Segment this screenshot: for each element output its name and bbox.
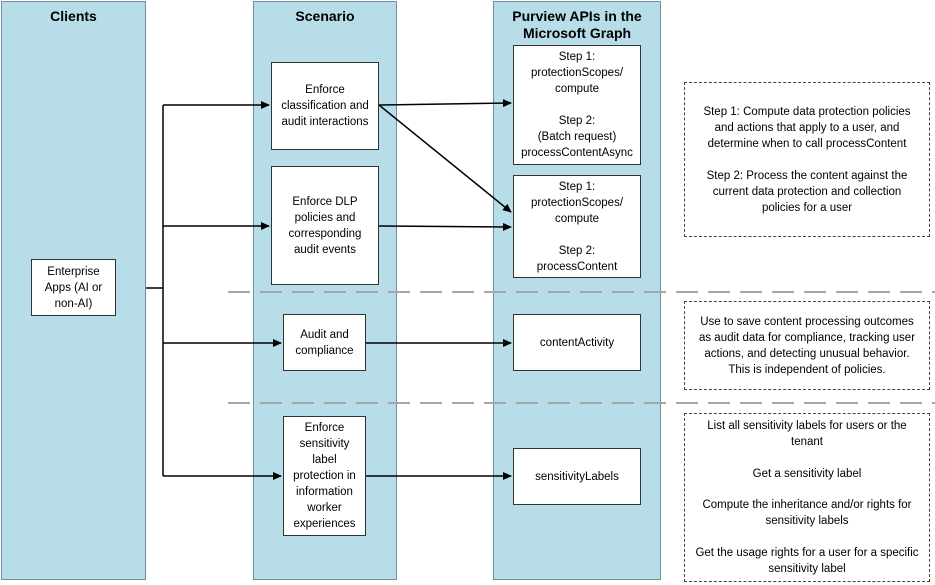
lane-title-purview-line1: Purview APIs in the bbox=[512, 8, 642, 24]
scenario-line: Audit and bbox=[300, 328, 349, 341]
scenario-line: information bbox=[296, 486, 353, 498]
scenario-box-classification: Enforce classification and audit interac… bbox=[271, 62, 379, 150]
scenario-line: worker bbox=[307, 502, 342, 514]
api-endpoint: compute bbox=[554, 83, 600, 95]
arrow-classification-to-api2 bbox=[378, 104, 512, 213]
note-line: as audit data for compliance, tracking u… bbox=[698, 331, 916, 344]
api-step-title: Step 2: bbox=[558, 115, 596, 127]
note-line: Step 1: Compute data protection policies bbox=[703, 105, 911, 118]
arrow-dlp-to-api2 bbox=[378, 222, 512, 231]
note-line: sensitivity labels bbox=[765, 515, 849, 528]
scenario-line: label bbox=[312, 454, 337, 466]
note-line: determine when to call processContent bbox=[707, 137, 907, 150]
note-line: Get the usage rights for a user for a sp… bbox=[695, 547, 919, 560]
note-sensitivity-labels: List all sensitivity labels for users or… bbox=[684, 413, 930, 582]
api-box-sensitivity-labels: sensitivityLabels bbox=[513, 448, 641, 505]
api-box-process-content-async: Step 1: protectionScopes/ compute Step 2… bbox=[513, 45, 641, 165]
api-endpoint: processContentAsync bbox=[521, 147, 633, 159]
scenario-box-dlp: Enforce DLP policies and corresponding a… bbox=[271, 166, 379, 285]
api-endpoint: sensitivityLabels bbox=[535, 470, 619, 483]
scenario-line: corresponding bbox=[288, 227, 362, 240]
scenario-box-sensitivity: Enforce sensitivity label protection in … bbox=[283, 416, 366, 536]
api-step-title: Step 1: bbox=[558, 51, 596, 63]
scenario-line: audit interactions bbox=[281, 116, 369, 128]
note-steps: Step 1: Compute data protection policies… bbox=[684, 82, 930, 237]
api-endpoint: contentActivity bbox=[539, 336, 615, 349]
note-line: List all sensitivity labels for users or… bbox=[707, 420, 907, 432]
api-endpoint: compute bbox=[554, 212, 600, 225]
api-endpoint: (Batch request) bbox=[537, 131, 617, 143]
note-line: sensitivity label bbox=[768, 563, 846, 576]
api-box-content-activity: contentActivity bbox=[513, 314, 641, 371]
api-endpoint: protectionScopes/ bbox=[530, 67, 624, 79]
note-line: tenant bbox=[791, 436, 823, 448]
client-box-line: Apps (AI or bbox=[44, 281, 103, 294]
note-line: and actions that apply to a user, and bbox=[714, 121, 900, 134]
api-endpoint: protectionScopes/ bbox=[530, 196, 624, 209]
note-audit: Use to save content processing outcomes … bbox=[684, 301, 930, 390]
api-step-title: Step 1: bbox=[558, 180, 596, 193]
client-box-line: non-AI) bbox=[54, 297, 93, 310]
scenario-line: audit events bbox=[293, 243, 356, 256]
client-box-line: Enterprise bbox=[47, 265, 100, 278]
scenario-line: policies and bbox=[294, 211, 356, 224]
scenario-line: Enforce bbox=[305, 84, 345, 96]
api-box-process-content: Step 1: protectionScopes/ compute Step 2… bbox=[513, 175, 641, 278]
scenario-line: compliance bbox=[295, 344, 354, 357]
api-step-title: Step 2: bbox=[558, 244, 596, 257]
lane-title-purview: Purview APIs in the Microsoft Graph bbox=[494, 8, 660, 42]
client-box-enterprise-apps: Enterprise Apps (AI or non-AI) bbox=[31, 259, 116, 316]
scenario-box-audit: Audit and compliance bbox=[283, 314, 366, 371]
lane-title-scenario: Scenario bbox=[295, 8, 355, 24]
note-line: actions, and detecting unusual behavior. bbox=[704, 347, 910, 360]
note-line: policies for a user bbox=[761, 201, 853, 214]
arrow-classification-to-api1 bbox=[378, 99, 512, 108]
note-line: Use to save content processing outcomes bbox=[700, 315, 914, 328]
scenario-line: protection in bbox=[293, 470, 356, 482]
note-line: Step 2: Process the content against the bbox=[706, 169, 908, 182]
note-line: Compute the inheritance and/or rights fo… bbox=[702, 499, 912, 512]
scenario-line: sensitivity bbox=[299, 438, 350, 450]
note-line: current data protection and collection bbox=[712, 185, 902, 198]
note-line: This is independent of policies. bbox=[728, 363, 886, 376]
lane-title-purview-line2: Microsoft Graph bbox=[522, 25, 632, 41]
scenario-line: Enforce bbox=[304, 422, 345, 434]
scenario-line: classification and bbox=[281, 100, 369, 112]
scenario-line: experiences bbox=[293, 518, 356, 530]
note-line: Get a sensitivity label bbox=[752, 467, 862, 480]
api-endpoint: processContent bbox=[536, 260, 618, 273]
lane-title-clients: Clients bbox=[50, 8, 97, 24]
scenario-line: Enforce DLP bbox=[292, 195, 358, 208]
